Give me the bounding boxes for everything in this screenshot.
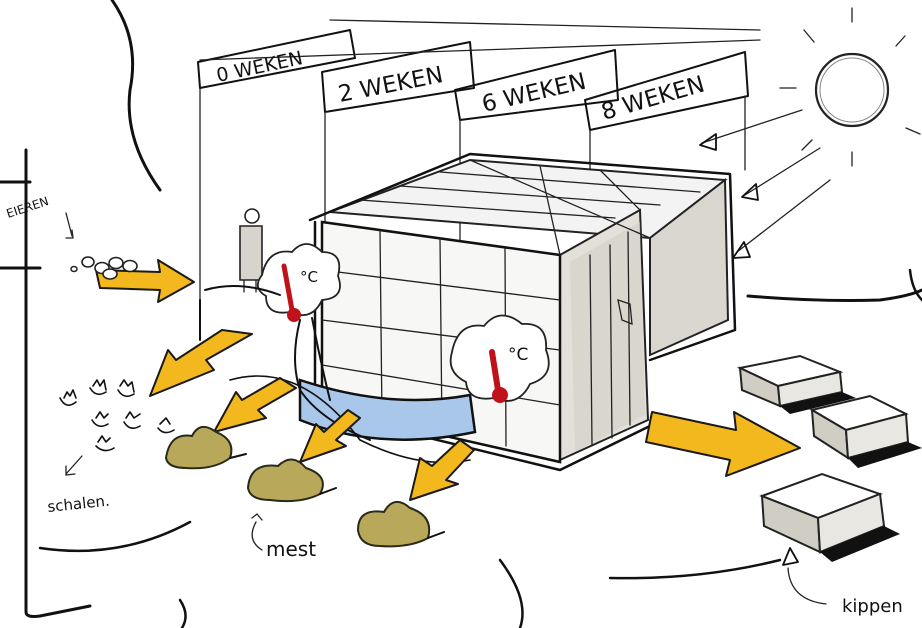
label-shells: schalen. [47, 492, 111, 516]
sun-icon [780, 8, 920, 166]
thermometer-unit-1: °C [300, 268, 318, 286]
thermometer-unit-2: °C [508, 345, 528, 365]
manure-piles [166, 427, 444, 546]
label-manure: mest [266, 537, 316, 561]
label-chickens: kippen [842, 596, 903, 617]
arrow-chickens-out [646, 412, 800, 476]
arrow-manure-3 [410, 440, 474, 500]
stage-label-0: 0 WEKEN [214, 47, 304, 87]
label-eggs: EIEREN [5, 194, 51, 221]
arrow-manure-1 [214, 378, 296, 432]
